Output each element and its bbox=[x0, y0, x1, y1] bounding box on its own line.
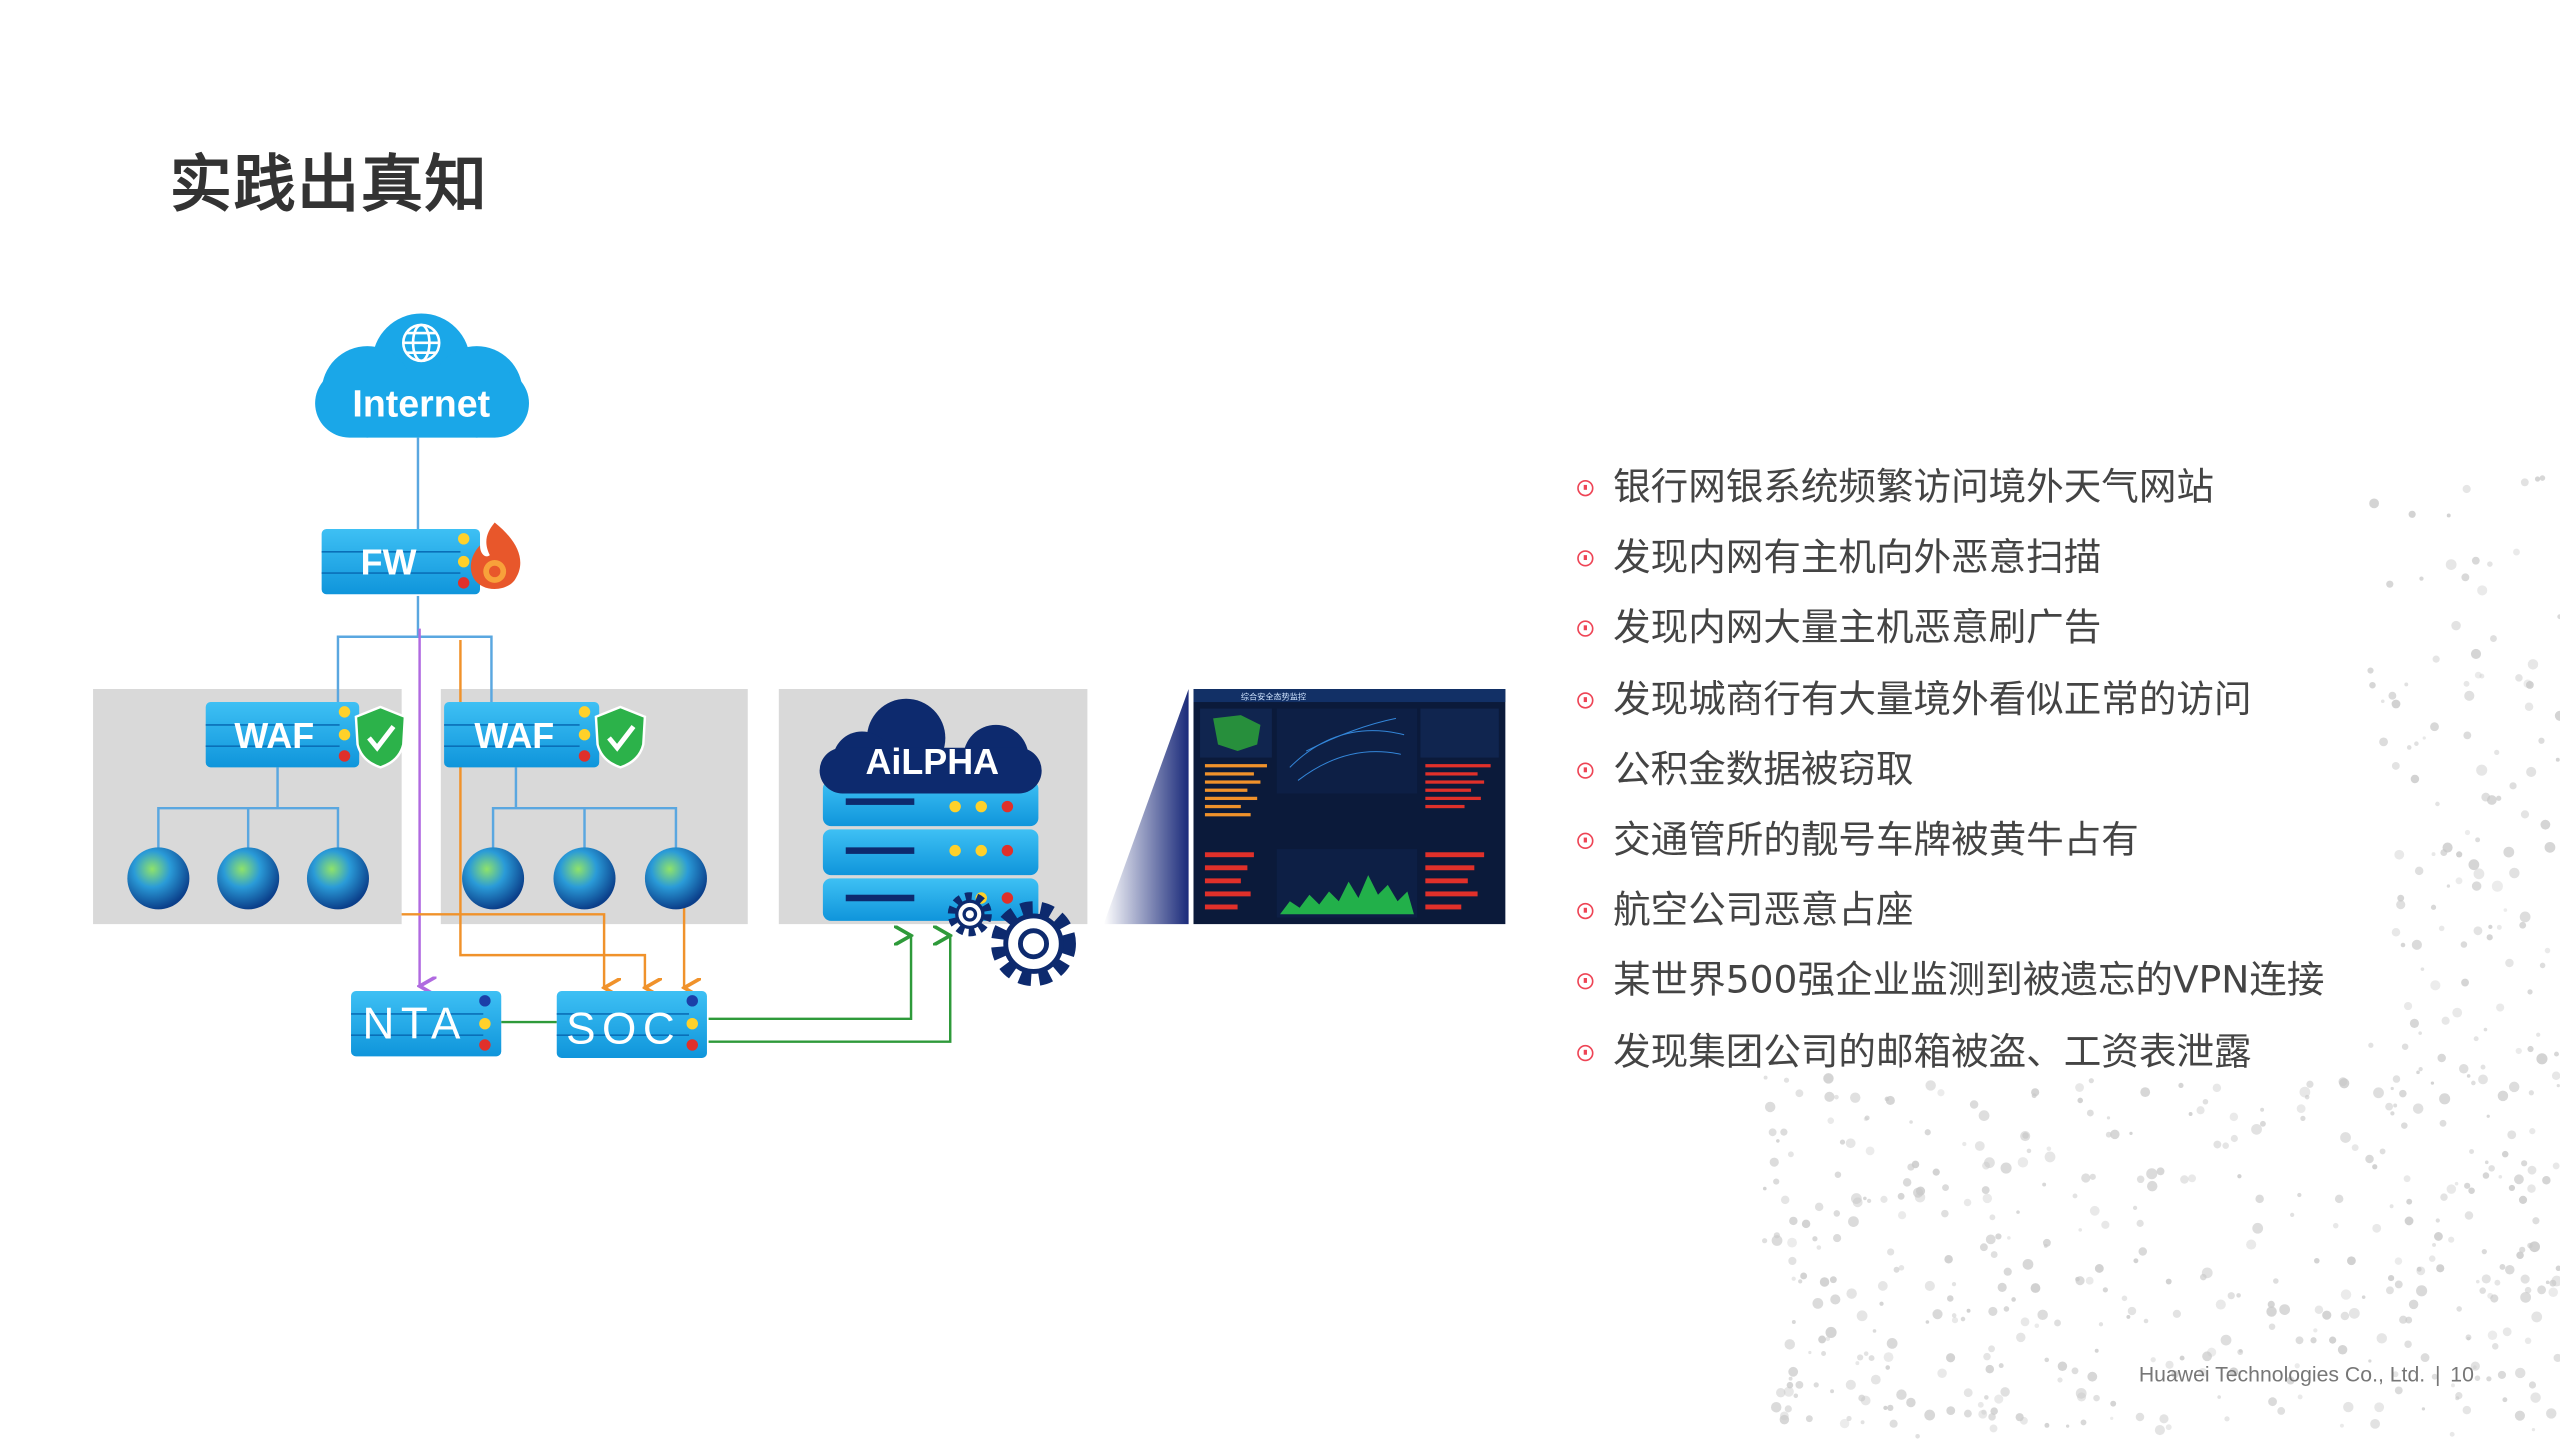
dashboard-title: 综合安全态势监控 bbox=[1241, 692, 1306, 702]
network-diagram: Internet FW WAF bbox=[93, 313, 1506, 1058]
bullet-icon bbox=[1577, 832, 1594, 849]
globe-icon bbox=[401, 323, 441, 363]
fw-label: FW bbox=[361, 542, 417, 583]
findings-list: 银行网银系统频繁访问境外天气网站 发现内网有主机向外恶意扫描 发现内网大量主机恶… bbox=[1577, 457, 2325, 1092]
waf-label-right: WAF bbox=[474, 715, 554, 756]
soc-ailpha-link-1 bbox=[708, 936, 911, 1021]
list-item: 某世界500强企业监测到被遗忘的VPN连接 bbox=[1577, 951, 2325, 1022]
footer-separator: | bbox=[2434, 1361, 2441, 1387]
shield-check-icon bbox=[354, 705, 407, 769]
waf-device-right: WAF bbox=[444, 702, 647, 769]
internet-label: Internet bbox=[352, 382, 490, 424]
ailpha-platform: AiLPHA bbox=[819, 698, 1076, 987]
shield-check-icon bbox=[594, 705, 647, 769]
footer-company: Huawei Technologies Co., Ltd. bbox=[2138, 1361, 2426, 1387]
nta-label: NTA bbox=[362, 999, 466, 1048]
host-globe-icon bbox=[462, 847, 525, 910]
gear-icon bbox=[947, 892, 1076, 987]
soc-label: SOC bbox=[566, 1004, 681, 1053]
list-item: 发现城商行有大量境外看似正常的访问 bbox=[1577, 669, 2324, 740]
list-item: 银行网银系统频繁访问境外天气网站 bbox=[1577, 457, 2324, 528]
waf-device-left: WAF bbox=[205, 702, 407, 769]
host-globe-icon bbox=[127, 847, 190, 910]
bullet-icon bbox=[1577, 480, 1594, 497]
soc-device: SOC bbox=[556, 991, 707, 1058]
log-link-orange-2 bbox=[401, 913, 604, 987]
bullet-icon bbox=[1577, 621, 1594, 638]
bullet-icon bbox=[1577, 973, 1594, 990]
ailpha-label: AiLPHA bbox=[865, 741, 999, 782]
waf-label-left: WAF bbox=[234, 715, 314, 756]
firewall-device: FW bbox=[321, 522, 521, 595]
host-globe-icons bbox=[127, 847, 707, 910]
network-links bbox=[157, 437, 678, 850]
list-item: 公积金数据被窃取 bbox=[1577, 739, 2324, 810]
page-number: 10 bbox=[2450, 1361, 2474, 1387]
nta-device: NTA bbox=[351, 991, 502, 1057]
list-item: 交通管所的靓号车牌被黄牛占有 bbox=[1577, 810, 2324, 881]
host-globe-icon bbox=[306, 847, 369, 910]
zoom-funnel bbox=[1103, 688, 1189, 925]
internet-cloud: Internet bbox=[315, 313, 529, 438]
bullet-icon bbox=[1577, 1044, 1594, 1061]
log-link-orange-1 bbox=[459, 640, 644, 988]
list-item: 发现内网大量主机恶意刷广告 bbox=[1577, 598, 2324, 669]
bullet-icon bbox=[1577, 762, 1594, 779]
list-item: 航空公司恶意占座 bbox=[1577, 880, 2324, 951]
footer: Huawei Technologies Co., Ltd. | 10 bbox=[2139, 1362, 2474, 1386]
soc-ailpha-link-2 bbox=[708, 936, 951, 1043]
flame-icon bbox=[470, 522, 521, 590]
bullet-icon bbox=[1577, 903, 1594, 920]
dashboard-thumbnail: 综合安全态势监控 bbox=[1193, 688, 1506, 925]
host-globe-icon bbox=[553, 847, 616, 910]
host-globe-icon bbox=[217, 847, 280, 910]
bullet-icon bbox=[1577, 691, 1594, 708]
page-title: 实践出真知 bbox=[169, 148, 489, 221]
list-item: 发现内网有主机向外恶意扫描 bbox=[1577, 528, 2324, 599]
list-item: 发现集团公司的邮箱被盗、工资表泄露 bbox=[1577, 1021, 2324, 1092]
bullet-icon bbox=[1577, 550, 1594, 567]
ailpha-cloud: AiLPHA bbox=[819, 698, 1042, 794]
host-globe-icon bbox=[644, 847, 707, 910]
